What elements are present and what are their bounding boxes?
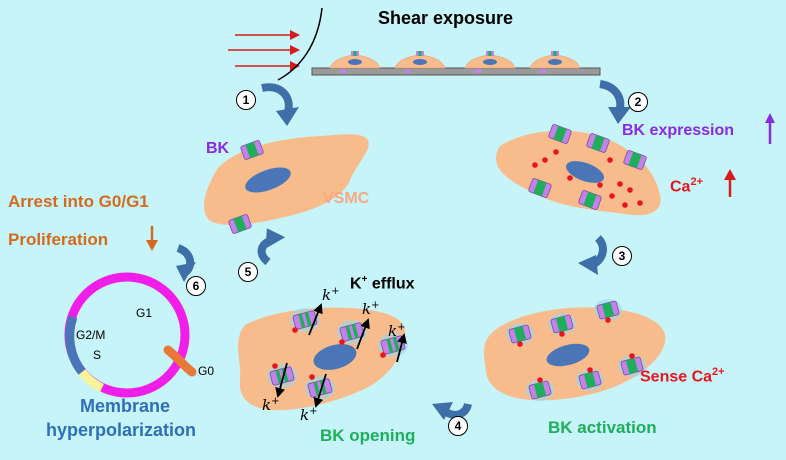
k-ion-charge: +	[271, 396, 280, 407]
cell-cycle	[64, 272, 197, 398]
membrane-label-line2: hyperpolarization	[46, 420, 197, 440]
step-4-badge: 4	[448, 416, 468, 436]
k-ion-charge: +	[371, 300, 380, 311]
loop-arrow-1	[261, 83, 299, 126]
k-efflux-label: K+ efflux	[350, 274, 415, 293]
bk-expression-cell	[495, 123, 661, 216]
vessel-wall-curve	[277, 7, 323, 81]
cycle-g2m-label: G2/M	[76, 328, 106, 342]
k-ion-label: k+	[300, 406, 317, 424]
calcium-label: Ca2+	[670, 176, 703, 196]
step-3-badge: 3	[612, 246, 632, 266]
loop-arrow-2	[599, 80, 631, 124]
k-ion-base: k	[388, 322, 398, 340]
calcium-text: Ca	[670, 178, 691, 196]
step-2-badge: 2	[628, 92, 648, 112]
k-ion-base: k	[362, 300, 372, 318]
diagram-title: Shear exposure	[378, 8, 514, 28]
k-ion-base: k	[322, 286, 332, 304]
step-1-badge: 1	[236, 90, 256, 110]
k-ion-label: k+	[322, 286, 339, 304]
calcium-up-arrow	[724, 169, 736, 197]
membrane-label-line1: Membrane	[80, 396, 171, 416]
loop-arrow-3	[578, 235, 607, 275]
bk-activation-label: BK activation	[548, 418, 657, 437]
loop-arrow-6	[176, 244, 196, 282]
k-ion-label: k+	[362, 300, 379, 318]
substrate-plate	[311, 67, 601, 76]
k-ion-base: k	[300, 406, 310, 424]
bk-activation-cell	[483, 299, 666, 401]
vsmc-label: VSMC	[323, 190, 370, 207]
bk-expression-label: BK expression	[622, 122, 735, 139]
k-ion-charge: +	[309, 406, 318, 417]
step-5-badge: 5	[238, 262, 258, 282]
proliferation-down-arrow	[146, 226, 158, 251]
cycle-s-label: S	[93, 348, 102, 362]
sense-ca-text: Sense Ca	[640, 368, 713, 386]
sense-ca-label: Sense Ca2+	[640, 366, 725, 386]
k-efflux-charge: +	[361, 274, 368, 285]
k-ion-charge: +	[331, 286, 340, 297]
flow-arrows	[228, 30, 300, 71]
k-ion-label: k+	[388, 322, 405, 340]
loop-arrow-4	[432, 402, 472, 420]
cycle-g0-label: G0	[198, 364, 215, 378]
k-ion-label: k+	[262, 396, 279, 414]
k-ion-charge: +	[397, 322, 406, 333]
arrest-label: Arrest into G0/G1	[8, 192, 149, 211]
step-6-badge: 6	[186, 276, 206, 296]
cycle-g1-label: G1	[136, 306, 153, 320]
sense-ca-charge: 2+	[712, 366, 725, 378]
vsmc-cell	[204, 134, 369, 235]
k-ion-base: k	[262, 396, 272, 414]
calcium-charge: 2+	[690, 176, 703, 188]
bk-label: BK	[206, 140, 230, 157]
loop-arrow-5	[257, 228, 286, 266]
bk-opening-label: BK opening	[320, 426, 416, 445]
k-efflux-text: efflux	[367, 275, 415, 293]
bk-opening-cell	[238, 303, 408, 411]
proliferation-label: Proliferation	[8, 230, 109, 249]
k-efflux-k: K	[350, 275, 362, 293]
